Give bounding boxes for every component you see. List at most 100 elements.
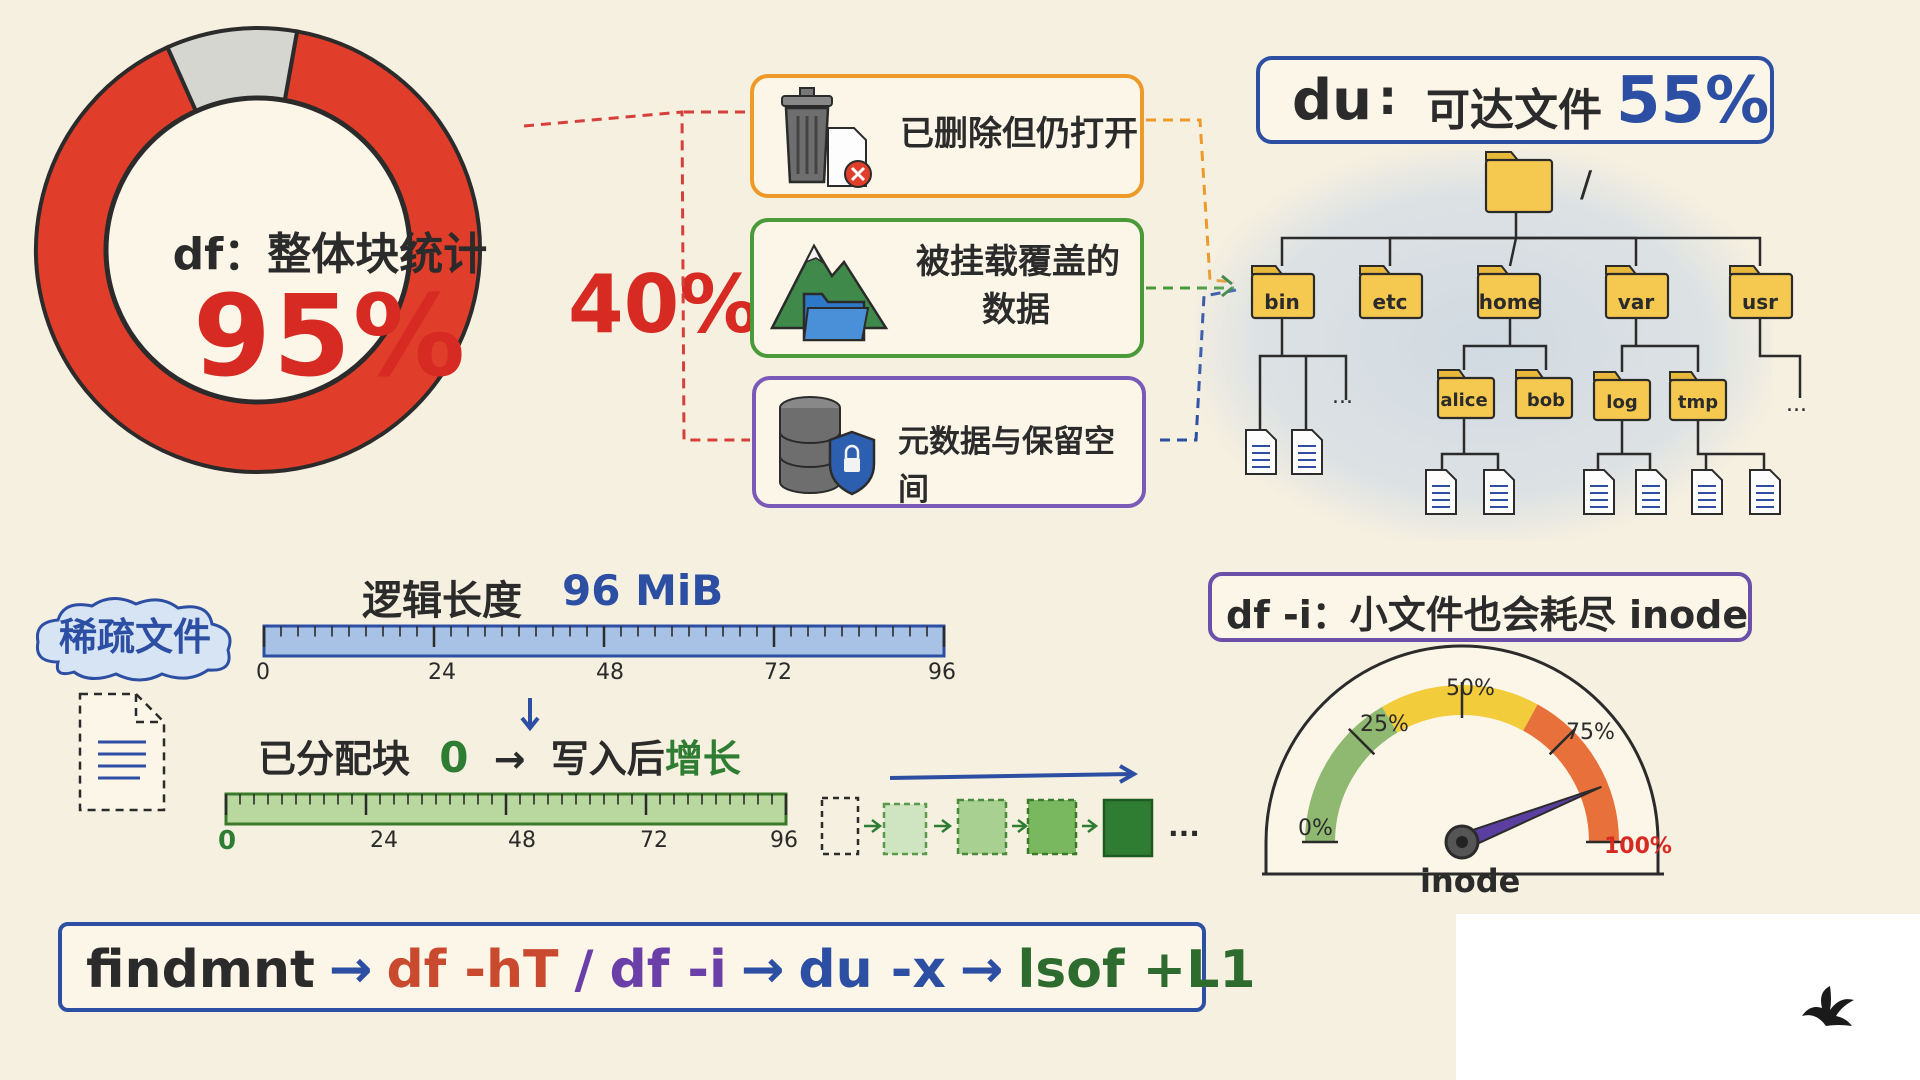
ruler1-tick-96: 96 [928, 660, 956, 685]
folder-home-icon [1476, 265, 1542, 320]
file-icon-6 [1635, 469, 1667, 515]
donut-hole [103, 95, 413, 405]
tree-ellipsis-left: ... [1332, 384, 1353, 409]
allocated-blocks-row: 已分配块 0 → 写入后增长 [258, 728, 741, 783]
file-icon-4 [1483, 469, 1515, 515]
du-percent: 55% [1616, 64, 1770, 138]
metadata-label: 元数据与保留空间 [898, 424, 1115, 508]
gauge-tick-mark-3 [1548, 727, 1577, 756]
du-colon: : [1378, 70, 1398, 126]
ruler1-tick-24: 24 [428, 660, 456, 685]
tree-ellipsis-right: ... [1786, 392, 1807, 417]
logical-length-label: 逻辑长度 [362, 578, 522, 624]
df-donut-chart [34, 26, 482, 474]
tree-folders [1250, 151, 1794, 422]
du-title-box: du : 可达文件 55% [1256, 56, 1774, 144]
tree-files [1245, 429, 1781, 515]
allocated-value: 0 [439, 733, 469, 782]
ruler1-tick-72: 72 [764, 660, 792, 685]
gauge-tick-mark-1 [1347, 727, 1376, 756]
dir-var-label: var [1617, 290, 1655, 314]
dir-home-label: home [1478, 290, 1542, 314]
butterfly-logo-icon [1802, 986, 1854, 1026]
block-3 [1026, 798, 1078, 856]
ruler1-tick-48: 48 [596, 660, 624, 685]
cmd-df-hT: df -hT [386, 940, 559, 1000]
trash-icon [781, 87, 872, 188]
overmounted-label-2: 数据 [982, 290, 1050, 330]
gauge-tick-50: 50% [1446, 676, 1495, 701]
allocated-arrow: → [493, 737, 526, 781]
gauge-arc-mid [1382, 685, 1538, 733]
dir-alice-label: alice [1440, 390, 1488, 411]
dir-bob-label: bob [1526, 390, 1566, 411]
gauge-tick-75: 75% [1566, 720, 1615, 745]
ruler1-tick-0: 0 [256, 660, 270, 685]
df-title: df：整体块统计 [172, 229, 488, 280]
root-label: / [1580, 164, 1593, 205]
cmd-slash: / [574, 940, 594, 1000]
cmd-arrow-3: → [959, 940, 1004, 1000]
gauge-arc-high [1522, 704, 1619, 843]
database-lock-icon [779, 396, 876, 496]
block-4 [1102, 798, 1154, 858]
growth-ellipsis: ... [1168, 810, 1200, 843]
inode-title: df -i：小文件也会耗尽 inode [1226, 593, 1749, 637]
file-icon-1 [1245, 429, 1277, 475]
dir-tmp-label: tmp [1677, 392, 1719, 413]
cmd-arrow-2: → [740, 940, 785, 1000]
block-empty [820, 796, 860, 856]
dir-etc-label: etc [1372, 290, 1408, 314]
ruler2-tick-24: 24 [370, 828, 398, 853]
ruler2-tick-72: 72 [640, 828, 668, 853]
tree-edges [1258, 210, 1802, 470]
file-icon-5 [1583, 469, 1615, 515]
mountain-folder-icon [769, 243, 889, 342]
block-1 [882, 802, 928, 856]
ruler2-tick-0: 0 [218, 826, 237, 856]
du-label: 可达文件 [1426, 85, 1602, 136]
ruler2-tick-48: 48 [508, 828, 536, 853]
grow-word: 增长 [664, 737, 741, 781]
corner-blank-area [1456, 914, 1920, 1080]
growth-arrow [889, 764, 1139, 784]
df-used-percent: 95% [192, 272, 468, 402]
du-command: du [1292, 68, 1372, 133]
sparse-title: 稀疏文件 [58, 615, 211, 659]
folder-log-icon [1592, 371, 1652, 422]
gauge-tick-0: 0% [1298, 816, 1333, 841]
folder-root-icon [1484, 151, 1554, 214]
gap-percent: 40% [568, 258, 760, 351]
dir-usr-label: usr [1741, 290, 1778, 314]
command-row: findmnt→df -hT/df -i→du -x→lsof +L1 [86, 940, 1256, 1000]
gauge-tick-25: 25% [1360, 712, 1409, 737]
file-icon-7 [1691, 469, 1723, 515]
card-overmounted: 被挂载覆盖的 数据 [750, 218, 1144, 358]
folder-usr-icon [1728, 265, 1794, 320]
folder-etc-icon [1358, 265, 1424, 320]
cmd-arrow-1: → [328, 940, 373, 1000]
gauge-hub-center [1456, 836, 1468, 848]
folder-tmp-icon [1668, 371, 1728, 422]
logical-length-value: 96 MiB [562, 566, 724, 615]
block-2 [956, 798, 1008, 856]
sparse-cloud-shape [35, 597, 232, 682]
allocated-label: 已分配块 [258, 737, 411, 781]
card-deleted-open: 已删除但仍打开 [750, 74, 1144, 198]
file-icon-2 [1291, 429, 1323, 475]
grow-prefix: 写入后 [550, 737, 665, 781]
dir-bin-label: bin [1264, 290, 1300, 314]
card-metadata: 元数据与保留空间 [752, 376, 1146, 508]
cmd-df-i: df -i [609, 940, 727, 1000]
ruler2-tick-96: 96 [770, 828, 798, 853]
cmd-du-x: du -x [798, 940, 946, 1000]
dir-log-label: log [1606, 392, 1638, 413]
gauge-label: inode [1420, 862, 1521, 900]
gauge-arc-low [1305, 706, 1398, 843]
cmd-lsof: lsof +L1 [1017, 940, 1256, 1000]
file-icon-8 [1749, 469, 1781, 515]
